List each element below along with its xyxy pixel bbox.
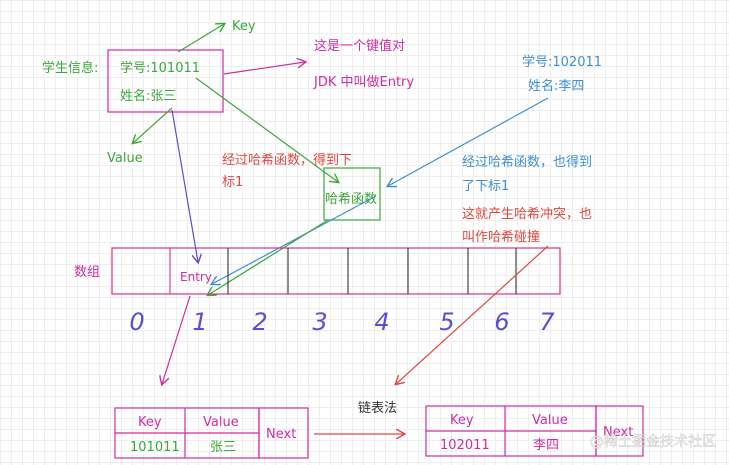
array: [111, 247, 561, 295]
node1-key-header: Key: [138, 415, 162, 430]
array-outline: [111, 247, 561, 295]
key-arrow: [177, 24, 224, 53]
node1-key: 101011: [130, 440, 180, 455]
collision-to-chain-arrow: [396, 245, 549, 384]
node2-key: 102011: [440, 438, 490, 453]
node1-next-box: [258, 407, 309, 459]
name-to-entry-arrow: [171, 109, 198, 262]
node1-value-header: Value: [203, 415, 239, 430]
node1-next: Next: [266, 427, 296, 442]
kv-pair-note: 这是一个键值对: [314, 38, 405, 54]
key-label: Key: [232, 19, 256, 34]
jdk-entry-note: JDK 中叫做Entry: [313, 75, 414, 90]
chaining-label: 链表法: [358, 401, 397, 416]
node2-next: Next: [603, 425, 633, 440]
student-box: [107, 49, 224, 113]
student-name-text: 姓名:张三: [120, 88, 176, 104]
array-index-7: 7: [539, 308, 555, 336]
array-index-6: 6: [494, 308, 509, 336]
collision-note-line1: 这就产生哈希冲突，也: [462, 206, 592, 222]
array-index-4: 4: [374, 308, 389, 336]
hash-note-line2: 标1: [222, 175, 243, 190]
hash-function-label: 哈希函数: [325, 192, 377, 207]
node2-value-header: Value: [532, 413, 568, 428]
second-to-hash-arrow: [388, 97, 549, 186]
node2-value: 李四: [533, 438, 559, 453]
kv-arrow: [223, 62, 305, 75]
array-label: 数组: [74, 265, 100, 280]
second-name-text: 姓名:李四: [528, 78, 584, 94]
student-id-text: 学号:101011: [120, 60, 200, 76]
value-label: Value: [107, 151, 143, 166]
hash-to-index-arrow: [208, 219, 329, 295]
watermark: @稀土掘金技术社区: [590, 434, 716, 450]
student-info-label: 学生信息:: [42, 60, 98, 76]
array-index-1: 1: [192, 308, 207, 336]
array-index-0: 0: [129, 308, 144, 336]
index-to-node-arrow: [162, 295, 191, 384]
value-arrow: [133, 107, 173, 143]
array-index-3: 3: [312, 308, 327, 336]
node1-value: 张三: [210, 440, 236, 455]
linked-node-2: Key Value 102011 李四 Next: [425, 405, 644, 457]
entry-in-cell: Entry: [180, 270, 212, 284]
linked-node-1: Key Value 101011 张三 Next: [114, 407, 309, 459]
hash-note2-line2: 了下标1: [462, 179, 509, 194]
array-index-2: 2: [252, 308, 267, 336]
id-to-hash-arrow: [195, 77, 338, 182]
node2-next-box: [595, 405, 644, 457]
hash-function-box: [323, 167, 381, 221]
collision-note-line2: 叫作哈希碰撞: [462, 230, 540, 245]
second-hash-to-index-arrow: [212, 195, 377, 284]
hash-note2-line1: 经过哈希函数，也得到: [462, 154, 592, 170]
array-index-5: 5: [439, 308, 454, 336]
node2-key-header: Key: [450, 413, 474, 428]
hash-note-line1: 经过哈希函数，得到下: [222, 152, 352, 168]
array-indices: 0 1 2 3 4 5 6 7: [129, 308, 555, 336]
second-id-text: 学号:102011: [522, 54, 602, 70]
